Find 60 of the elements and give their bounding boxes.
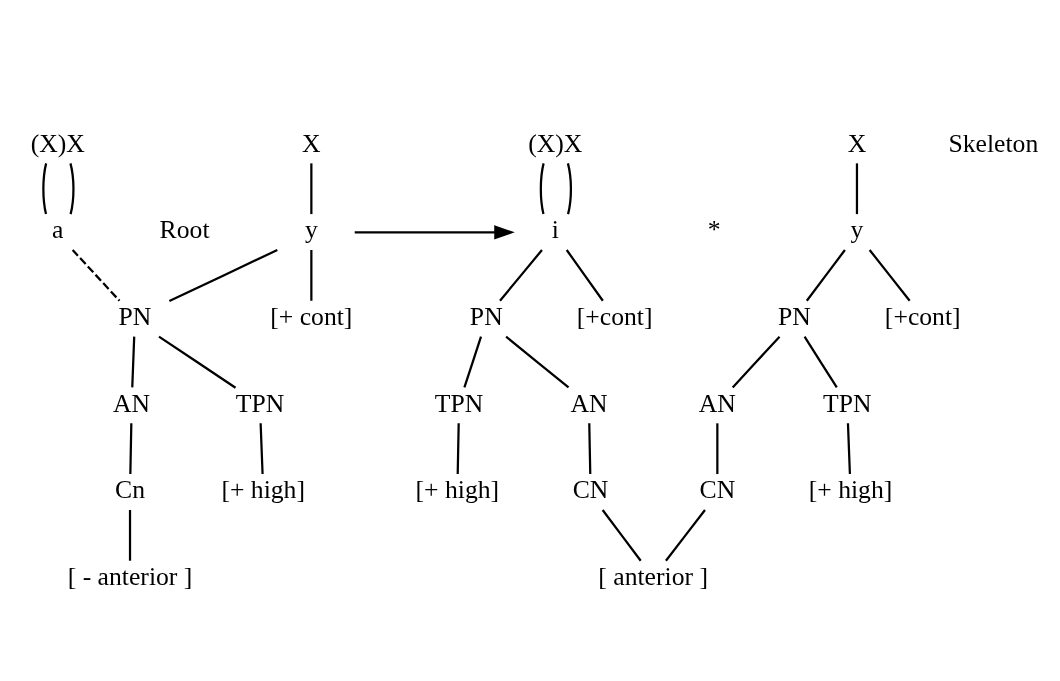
connector <box>259 423 264 475</box>
label: Skeleton <box>948 128 1039 158</box>
node-text: PN <box>118 302 152 332</box>
connector <box>539 163 545 215</box>
connector <box>463 336 483 388</box>
connector <box>868 249 911 302</box>
connector <box>588 423 592 475</box>
node-text: AN <box>698 388 736 418</box>
label: * <box>707 215 721 245</box>
connector <box>310 163 313 215</box>
node-text: [+ cont] <box>270 302 353 332</box>
connector <box>566 163 573 215</box>
node-text: PN <box>777 302 811 332</box>
connector <box>158 335 237 389</box>
connector <box>69 163 75 215</box>
node-text: [+ high] <box>221 475 306 505</box>
node-text: AN <box>113 388 151 418</box>
node-text: y <box>850 215 864 245</box>
node-text: CN <box>699 475 736 505</box>
node-text: [+cont] <box>576 302 653 332</box>
node-text: Cn <box>115 475 145 505</box>
node-text: (X)X <box>30 128 85 158</box>
connector <box>855 163 859 215</box>
connector <box>128 509 132 561</box>
connector <box>71 249 121 302</box>
arrow <box>354 225 515 240</box>
connector <box>310 250 313 301</box>
connector <box>803 336 838 388</box>
connector <box>456 423 460 475</box>
connector <box>131 336 136 388</box>
label: Root <box>159 215 210 245</box>
node-text: TPN <box>434 388 484 418</box>
node-text: [ anterior ] <box>598 562 709 592</box>
node-text: i <box>551 215 559 245</box>
connector <box>665 509 706 562</box>
node-text: y <box>304 215 318 245</box>
connector <box>499 249 543 302</box>
node-text: (X)X <box>528 128 583 158</box>
node-text: PN <box>469 302 503 332</box>
node-text: CN <box>572 475 609 505</box>
connector <box>505 335 570 389</box>
connector <box>601 509 642 562</box>
connector <box>129 423 133 475</box>
connector <box>168 249 278 303</box>
node-text: a <box>52 215 64 245</box>
node-text: TPN <box>235 388 285 418</box>
node-text: [+cont] <box>884 302 961 332</box>
connector <box>731 335 781 389</box>
node-text: X <box>302 128 321 158</box>
connector <box>42 163 48 215</box>
connector <box>716 423 719 475</box>
node-text: [+ high] <box>808 475 893 505</box>
connector <box>805 249 846 302</box>
node-text: [ - anterior ] <box>67 562 193 592</box>
node-text: X <box>847 128 867 158</box>
node-text: TPN <box>823 388 872 418</box>
node-text: AN <box>570 388 608 418</box>
connector <box>565 249 604 302</box>
node-text: [+ high] <box>415 475 500 505</box>
connector <box>846 423 852 475</box>
